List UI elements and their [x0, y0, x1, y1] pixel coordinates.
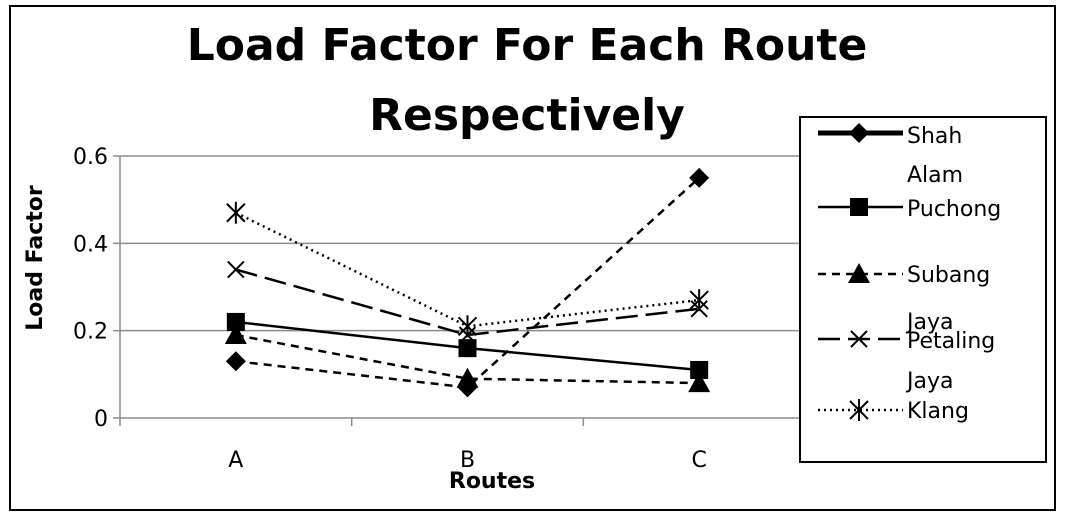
- legend: ShahAlamPuchongSubangJayaPetalingJayaKla…: [818, 123, 1001, 424]
- series-alam-puchong-point-b: [458, 339, 477, 358]
- legend-jaya-klang-label-0: Jaya: [905, 369, 953, 394]
- x-tick-label-b: B: [460, 448, 475, 473]
- legend-jaya-klang-label-1: Klang: [907, 399, 969, 424]
- legend-shah-marker: [849, 123, 869, 143]
- series-jaya-klang-point-a: [226, 201, 246, 224]
- legend-alam-puchong-marker: [850, 198, 868, 216]
- y-tick-label-1: 0.2: [73, 320, 108, 345]
- legend-jaya-klang-marker: [849, 399, 869, 421]
- axes: 0 0.2 0.4 0.6A B C: [73, 145, 816, 473]
- x-axis-title: Routes: [449, 469, 535, 494]
- series-jaya-petaling-point-a: [227, 260, 245, 279]
- series-subang-point-c: [688, 372, 711, 393]
- series-jaya-klang-line: [235, 211, 700, 328]
- legend-subang-label-0: Subang: [907, 263, 990, 288]
- series-shah-line: [235, 176, 701, 389]
- series-jaya-klang-point-b: [457, 315, 478, 338]
- y-tick-label-2: 0.4: [73, 232, 108, 257]
- x-tick-label-a: A: [228, 448, 243, 473]
- y-tick-label-0: 0: [94, 407, 108, 432]
- y-axis-title: Load Factor: [23, 185, 48, 331]
- series-alam-puchong-point-c: [690, 360, 709, 379]
- legend-jaya-petaling-label-1: Petaling: [907, 329, 995, 354]
- legend-alam-puchong-label-0: Alam: [907, 163, 963, 188]
- chart-title-line-1: Load Factor For Each Route: [187, 20, 868, 71]
- series-group: [224, 167, 711, 398]
- legend-subang-marker: [848, 263, 870, 283]
- x-tick-label-c: C: [691, 448, 706, 473]
- series-subang-point-a: [224, 324, 247, 345]
- series-alam-puchong-point-a: [226, 312, 245, 331]
- series-shah-point-a: [225, 351, 246, 372]
- y-tick-label-3: 0.6: [73, 145, 108, 170]
- series-subang-point-b: [456, 367, 479, 388]
- legend-alam-puchong-label-1: Puchong: [907, 197, 1001, 222]
- series-shah-point-c: [689, 167, 710, 188]
- legend-shah-label-0: Shah: [907, 124, 962, 149]
- legend-box: [799, 116, 1047, 463]
- legend-jaya-petaling-label-0: Jaya: [905, 310, 953, 335]
- legend-jaya-petaling-marker: [850, 330, 868, 348]
- chart-title-line-2: Respectively: [369, 90, 685, 141]
- series-jaya-klang-point-c: [689, 289, 709, 312]
